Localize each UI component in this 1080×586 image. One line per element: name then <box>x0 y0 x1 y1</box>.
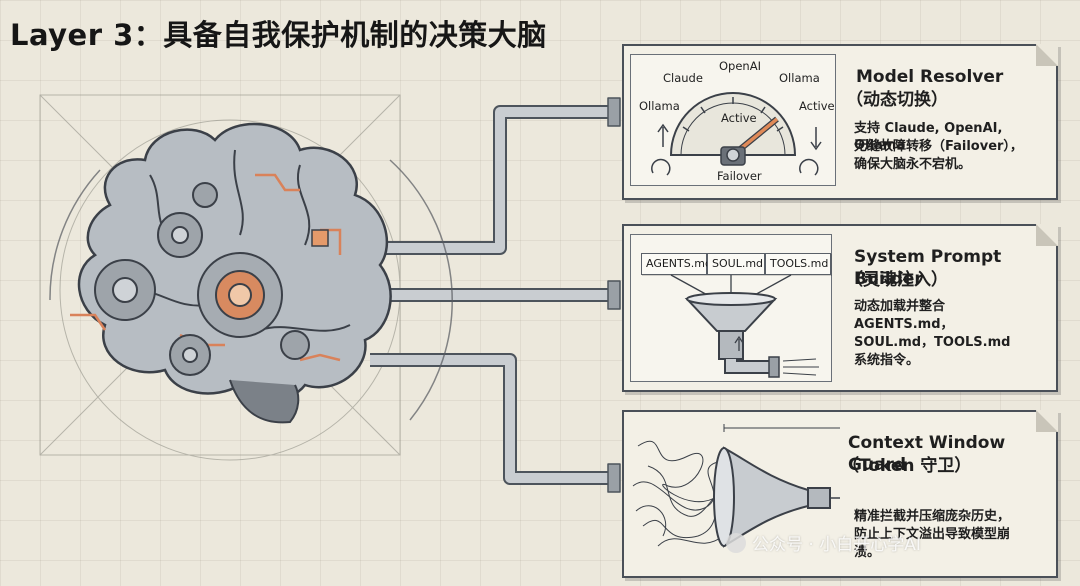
wechat-icon <box>726 532 746 553</box>
context-guard-desc-1: 精准拦截并压缩庞杂历史， <box>854 509 1011 524</box>
gauge-icon <box>651 92 822 176</box>
gauge-label-claude: Claude <box>663 71 703 85</box>
model-resolver-desc-2: 无缝故障转移（Failover）， <box>854 139 1023 154</box>
page-fold-corner <box>1036 410 1058 432</box>
funnel-icon <box>670 274 819 378</box>
file-soul-md: SOUL.md <box>707 253 765 275</box>
gauge-label-ollama-right: Ollama <box>779 71 820 85</box>
prompt-builder-desc-1: 动态加载并整合 <box>854 299 946 314</box>
context-guard-panel: Context Window Guard （Token 守卫） 精准拦截并压缩庞… <box>622 410 1058 578</box>
gauge-frame: Claude OpenAI Ollama Ollama Active Activ… <box>630 54 836 186</box>
gauge-label-active-center: Active <box>721 111 757 125</box>
file-agents-md: AGENTS.md <box>641 253 712 275</box>
gauge-label-failover: Failover <box>717 169 762 183</box>
prompt-builder-desc-2: AGENTS.md， <box>854 317 954 332</box>
file-tools-md: TOOLS.md <box>765 253 831 275</box>
prompt-builder-subtitle: （灵魂注入） <box>846 270 948 290</box>
gauge-label-active-right: Active <box>799 99 835 113</box>
watermark: 公众号 · 小白开心学AI <box>726 530 921 555</box>
model-resolver-desc-1: 支持 Claude, OpenAI, Ollama <box>854 121 1003 153</box>
context-guard-desc-2: 防止上下文溢出导致模型崩 <box>854 527 1011 542</box>
context-guard-title: Context Window Guard <box>848 433 1006 475</box>
gauge-label-openai: OpenAI <box>719 59 761 73</box>
context-guard-subtitle: （Token 守卫） <box>842 456 972 476</box>
prompt-builder-desc-3: SOUL.md，TOOLS.md <box>854 335 1011 350</box>
connector-pipes <box>360 97 621 493</box>
compressor-icon <box>632 424 840 548</box>
page-title: Layer 3：具备自我保护机制的决策大脑 <box>10 18 547 52</box>
model-resolver-subtitle: （动态切换） <box>846 90 948 110</box>
gauge-label-ollama-left: Ollama <box>639 99 680 113</box>
prompt-builder-desc-4: 系统指令。 <box>854 353 920 368</box>
page-fold-corner <box>1036 224 1058 246</box>
model-resolver-desc-3: 确保大脑永不宕机。 <box>854 157 972 172</box>
context-guard-desc-3: 溃。 <box>854 545 881 560</box>
brain-illustration <box>70 122 392 424</box>
page-fold-corner <box>1036 44 1058 66</box>
watermark-text: 公众号 · 小白开心学AI <box>752 535 921 555</box>
model-resolver-title: Model Resolver <box>856 67 1004 87</box>
prompt-builder-panel: AGENTS.md SOUL.md TOOLS.md System Prompt… <box>622 224 1058 392</box>
model-resolver-panel: Claude OpenAI Ollama Ollama Active Activ… <box>622 44 1058 200</box>
prompt-builder-title: System Prompt Builder <box>854 247 1002 289</box>
funnel-frame: AGENTS.md SOUL.md TOOLS.md <box>630 234 832 382</box>
